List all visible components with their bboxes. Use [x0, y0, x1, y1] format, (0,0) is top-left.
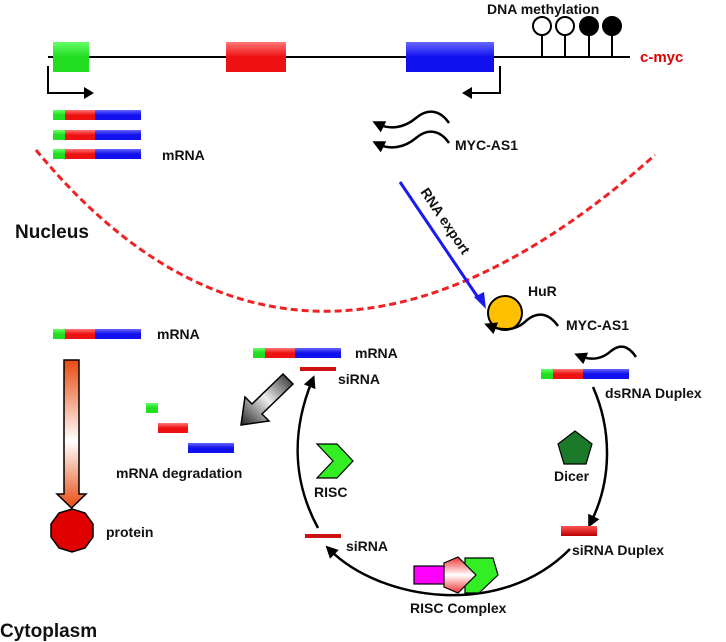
exon-2 — [226, 42, 286, 72]
myc-as1-nuclear-transcripts — [372, 110, 451, 153]
myc-as1-cytoplasm-label: MYC-AS1 — [566, 317, 629, 333]
exon-1 — [53, 42, 89, 72]
nuclear-mrna-stack — [53, 110, 141, 159]
nucleus-label: Nucleus — [15, 222, 89, 243]
sirna-top-label: siRNA — [338, 371, 380, 387]
myc-as1-annealing-transcript — [574, 345, 638, 365]
exon-3 — [406, 42, 494, 72]
targeting-arrow — [296, 375, 320, 529]
sirna-bottom — [305, 534, 341, 538]
risc-loading-arrow — [325, 545, 571, 597]
risc-complex-icon — [413, 556, 499, 594]
degraded-fragment-blue — [188, 443, 234, 453]
mrna-transcript — [53, 130, 141, 140]
nuclear-membrane — [34, 149, 656, 313]
methylated-site-icon — [579, 16, 599, 36]
unmethylated-site-icon — [532, 16, 552, 36]
methylated-site-icon — [602, 16, 622, 36]
gene-name-label: c-myc — [640, 49, 683, 66]
dsrna-duplex — [541, 369, 629, 379]
sirna-bottom-label: siRNA — [346, 538, 388, 554]
target-mrna-label: mRNA — [355, 345, 398, 361]
degraded-fragment-red — [158, 423, 188, 433]
unmethylated-site-icon — [555, 16, 575, 36]
mrna-degradation-label: mRNA degradation — [116, 465, 242, 481]
cytoplasm-mrna — [53, 329, 141, 339]
nuclear-mrna-label: mRNA — [162, 147, 205, 163]
antisense-promoter-arrow-icon — [470, 66, 501, 94]
risc-complex-label: RISC Complex — [410, 600, 507, 616]
risc-icon — [315, 443, 354, 479]
mrna-transcript — [53, 110, 141, 120]
dicer-icon — [557, 430, 593, 465]
myc-as1-nuclear-label: MYC-AS1 — [455, 137, 518, 153]
protein-icon — [50, 508, 94, 553]
risc-label: RISC — [314, 484, 347, 500]
hur-protein-icon — [487, 295, 523, 331]
degraded-fragment-green — [146, 403, 158, 413]
protein-label: protein — [106, 524, 153, 540]
translation-arrow — [55, 359, 88, 510]
mrna-transcript — [53, 149, 141, 159]
rna-export-arrow — [398, 181, 483, 303]
dicing-arrow — [588, 386, 609, 528]
dsrna-duplex-label: dsRNA Duplex — [605, 385, 702, 401]
degradation-arrow — [240, 372, 295, 426]
target-mrna — [253, 348, 341, 358]
sirna-duplex-label: siRNA Duplex — [572, 542, 664, 558]
methylation-label: DNA methylation — [487, 1, 599, 17]
sirna-duplex — [561, 526, 597, 536]
dicer-label: Dicer — [554, 468, 590, 484]
sense-promoter-arrow-icon — [47, 66, 86, 94]
gene-locus: DNA methylation c-myc — [47, 1, 683, 99]
cytoplasm-label: Cytoplasm — [0, 621, 97, 642]
sirna-top — [300, 367, 336, 371]
cytoplasm-mrna-label: mRNA — [157, 326, 200, 342]
methylation-sites — [532, 16, 622, 57]
hur-label: HuR — [528, 283, 557, 299]
myc-as1-bound-transcript — [484, 313, 560, 335]
